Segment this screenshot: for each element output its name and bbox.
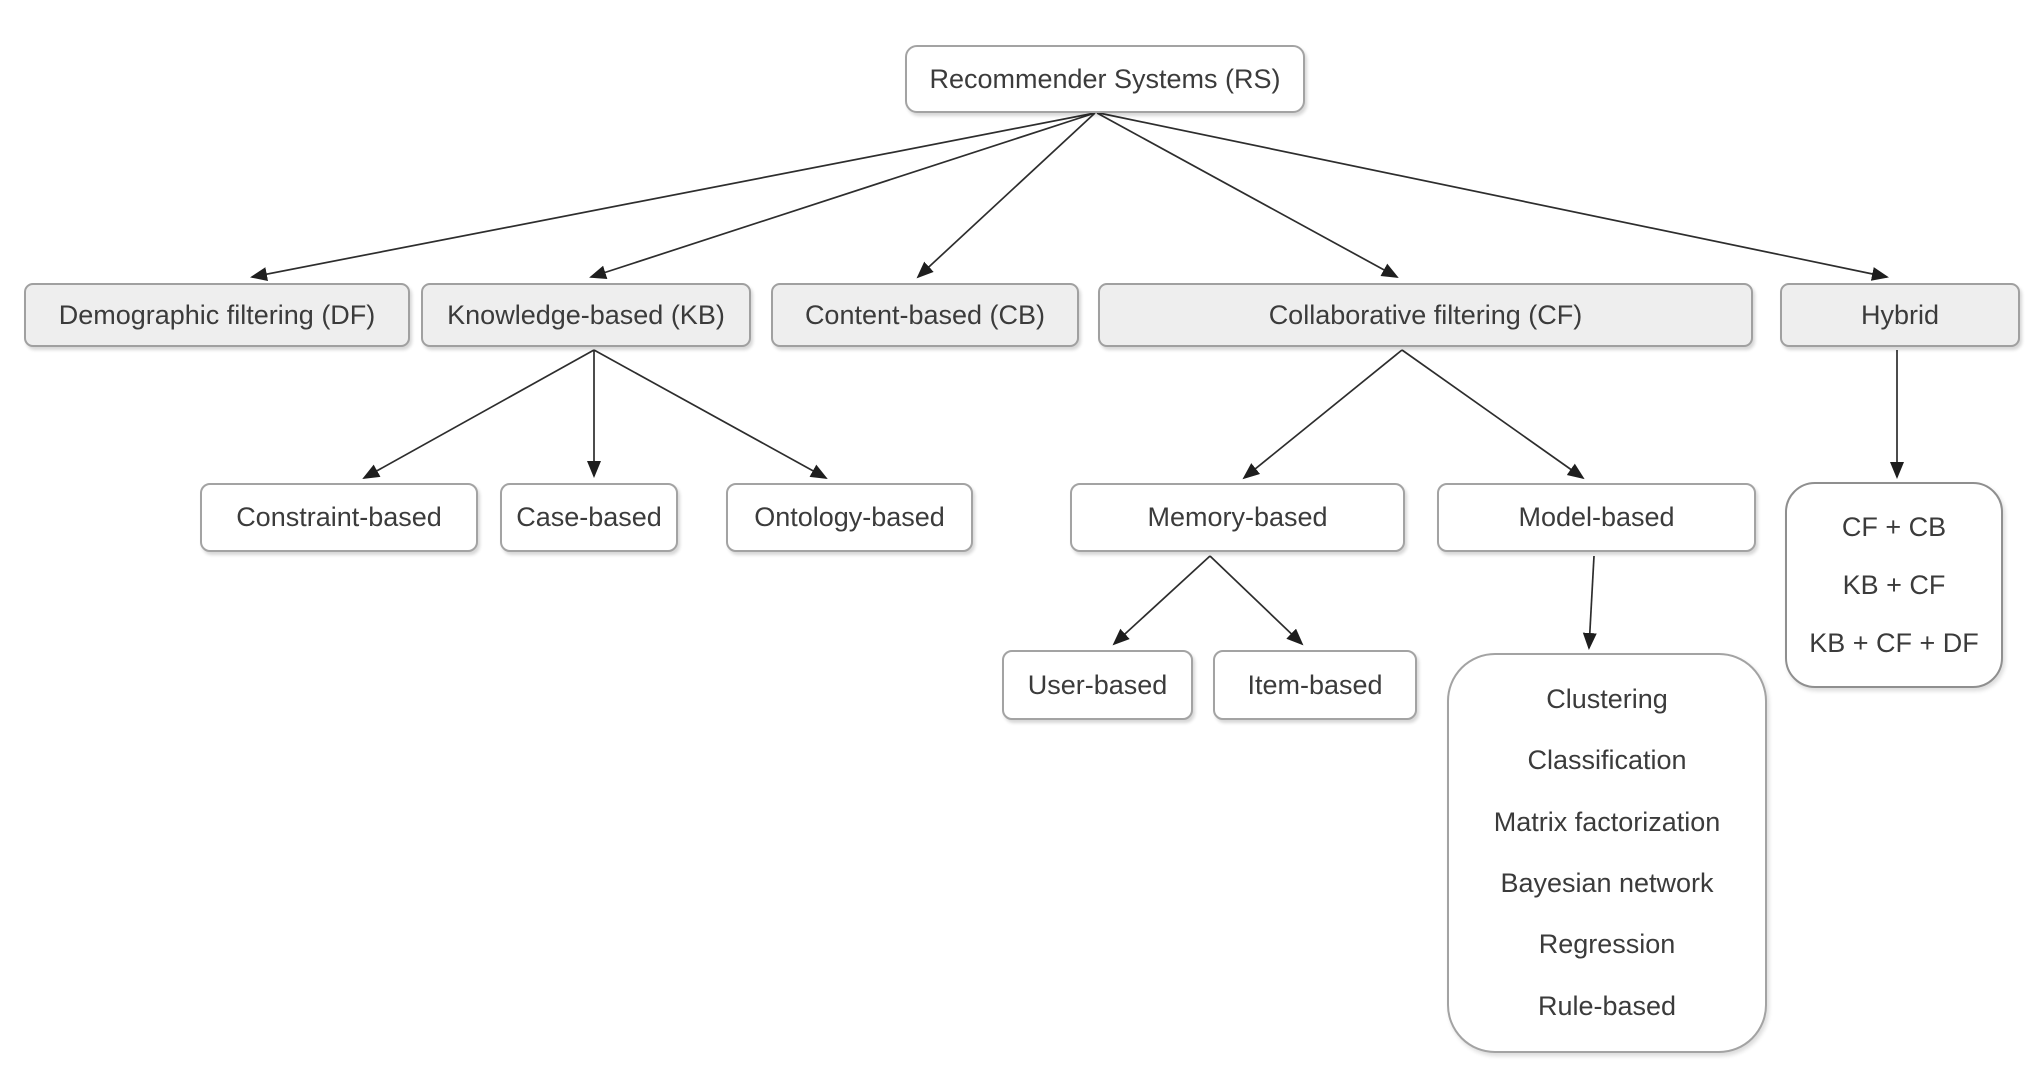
node-ontology-based: Ontology-based [726, 483, 973, 552]
node-label: Model-based [1518, 502, 1675, 532]
model-technique-item: Rule-based [1537, 990, 1677, 1021]
node-case-based: Case-based [500, 483, 678, 552]
arrow-knowledge-to-ontology [593, 349, 828, 479]
hybrid-combo-item: KB + CF + DF [1809, 627, 1979, 658]
node-user-based: User-based [1002, 650, 1193, 720]
node-item-based: Item-based [1213, 650, 1417, 720]
node-knowledge-based: Knowledge-based (KB) [421, 283, 751, 347]
node-collaborative-filtering: Collaborative filtering (CF) [1098, 283, 1753, 347]
arrow-memory-to-user [1112, 555, 1211, 646]
model-technique-item: Classification [1527, 745, 1687, 776]
model-technique-item: Regression [1538, 929, 1676, 960]
model-technique-item: Clustering [1546, 684, 1668, 715]
arrow-memory-to-item [1209, 555, 1304, 646]
arrow-root-to-demographic [250, 112, 1096, 282]
hybrid-combo-item: CF + CB [1841, 511, 1947, 542]
node-content-based: Content-based (CB) [771, 283, 1079, 347]
arrow-collaborative-to-memory [1242, 349, 1403, 480]
node-memory-based: Memory-based [1070, 483, 1405, 552]
node-model-based: Model-based [1437, 483, 1756, 552]
arrow-collaborative-to-model [1401, 349, 1585, 480]
arrow-knowledge-to-constraint [362, 349, 595, 479]
arrow-root-to-hybrid [1098, 112, 1889, 281]
hybrid-combo-item: KB + CF [1842, 569, 1946, 600]
arrow-root-to-content [916, 112, 1096, 279]
node-label: Hybrid [1860, 299, 1940, 330]
node-model-techniques: Clustering Classification Matrix factori… [1447, 653, 1767, 1053]
node-label: Knowledge-based (KB) [447, 299, 725, 330]
node-hybrid-combinations: CF + CB KB + CF KB + CF + DF [1785, 482, 2003, 688]
node-recommender-systems: Recommender Systems (RS) [905, 45, 1305, 113]
arrow-model-to-techniques [1582, 555, 1597, 650]
model-technique-item: Bayesian network [1500, 868, 1714, 899]
arrow-root-to-knowledge [589, 112, 1096, 280]
node-hybrid: Hybrid [1780, 283, 2020, 347]
arrow-root-to-collaborative [1096, 112, 1399, 278]
node-constraint-based: Constraint-based [200, 483, 478, 552]
node-label: Ontology-based [754, 502, 945, 532]
model-technique-item: Matrix factorization [1493, 806, 1721, 837]
node-label: Constraint-based [236, 502, 442, 532]
node-label: User-based [1027, 669, 1168, 700]
node-demographic-filtering: Demographic filtering (DF) [24, 283, 410, 347]
node-label: Collaborative filtering (CF) [1268, 299, 1583, 330]
node-label: Recommender Systems (RS) [929, 63, 1281, 94]
node-label: Content-based (CB) [804, 299, 1046, 330]
node-label: Case-based [516, 502, 662, 532]
node-label: Memory-based [1147, 502, 1328, 532]
node-label: Demographic filtering (DF) [58, 299, 376, 330]
node-label: Item-based [1247, 669, 1383, 700]
